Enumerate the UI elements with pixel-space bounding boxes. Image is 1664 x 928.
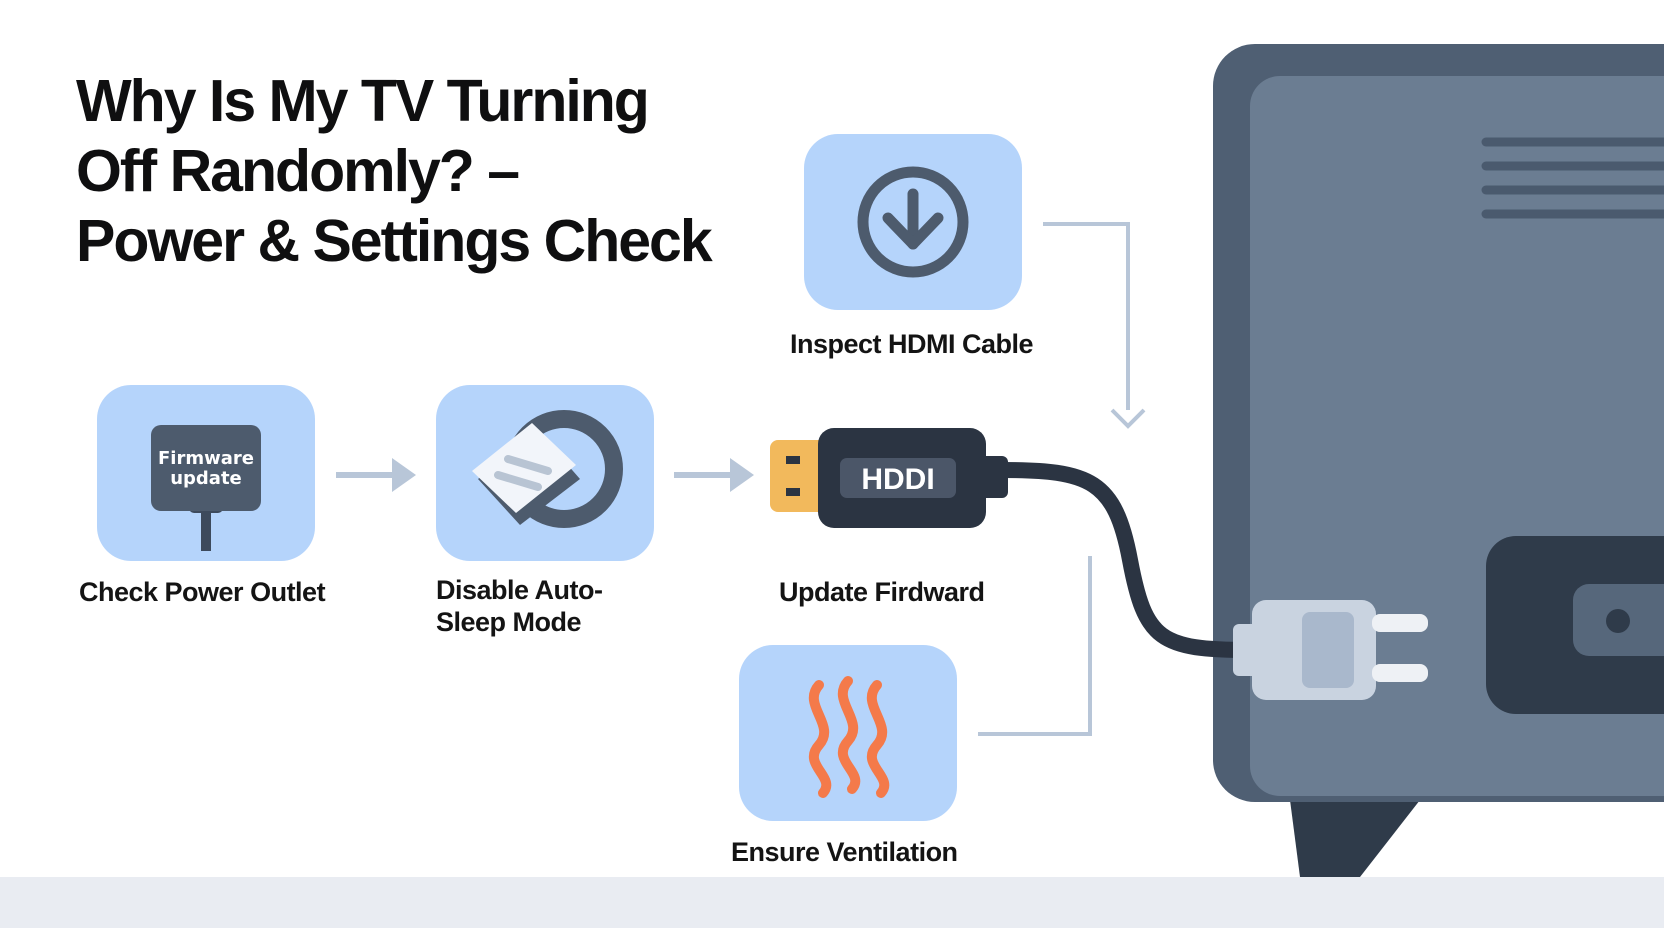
connector-hdmi-to-plug — [1043, 222, 1130, 410]
download-circle-icon — [857, 166, 969, 278]
flow-arrow-1 — [336, 458, 416, 492]
label-disable-auto-sleep-line1: Disable Auto- — [436, 575, 603, 605]
firmware-update-box-icon: Firmware update — [151, 425, 261, 551]
sleep-mode-icon — [472, 410, 623, 528]
label-disable-auto-sleep: Disable Auto- Sleep Mode — [436, 574, 603, 638]
card-inspect-hdmi[interactable] — [804, 134, 1022, 310]
heat-waves-icon — [808, 676, 890, 798]
label-disable-auto-sleep-line2: Sleep Mode — [436, 607, 582, 637]
tv-set — [1213, 44, 1664, 877]
label-update-firmware: Update Firdward — [779, 577, 985, 607]
tv-stand — [1290, 800, 1420, 877]
title-line-3: Power & Settings Check — [76, 208, 713, 274]
firmware-text-line2: update — [170, 468, 242, 489]
label-ventilation: Ensure Ventilation — [731, 837, 958, 867]
label-inspect-hdmi: Inspect HDMI Cable — [790, 329, 1034, 359]
card-ventilation[interactable] — [739, 645, 957, 821]
page-title: Why Is My TV Turning Off Randomly? – Pow… — [76, 66, 736, 276]
hdmi-plug-icon[interactable]: HDDI — [768, 426, 1008, 530]
card-check-power-outlet[interactable]: Firmware update — [97, 385, 315, 561]
title-line-2: Off Randomly? – — [76, 138, 520, 204]
tv-vent-slots — [1481, 137, 1664, 219]
floor-strip — [0, 877, 1664, 928]
hdmi-plug-text: HDDI — [861, 463, 934, 496]
title-line-1: Why Is My TV Turning — [76, 68, 650, 134]
card-disable-auto-sleep[interactable] — [436, 385, 654, 561]
power-plug-icon — [1233, 600, 1428, 700]
connector-lines — [978, 222, 1146, 736]
power-cable — [994, 462, 1258, 658]
connector-ventilation — [978, 556, 1092, 736]
label-check-power-outlet: Check Power Outlet — [79, 577, 326, 607]
flow-arrow-2 — [674, 458, 754, 492]
tv-socket-hole — [1606, 609, 1630, 633]
connector-arrowhead-down — [1110, 408, 1146, 429]
firmware-text-line1: Firmware — [158, 448, 254, 469]
